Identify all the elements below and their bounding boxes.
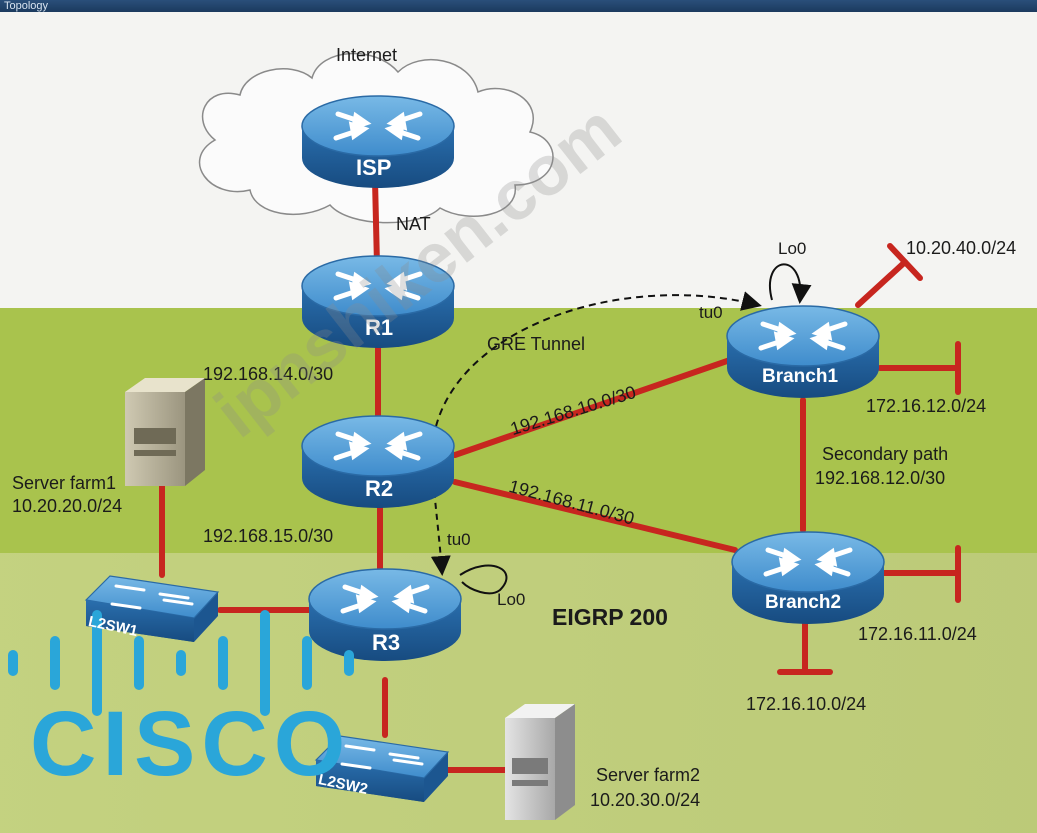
link-r2-branch2 [452, 479, 738, 553]
net-172-12-label: 172.16.12.0/24 [866, 396, 987, 416]
server-farm1-label: Server farm1 [12, 473, 117, 493]
net-172-11-label: 172.16.11.0/24 [858, 624, 977, 644]
tu0-branch1-label: tu0 [699, 303, 723, 322]
lo0-branch1-label: Lo0 [778, 239, 807, 258]
tu0-r3-label: tu0 [447, 530, 471, 549]
server-icon[interactable] [505, 704, 575, 820]
internet-label: Internet [336, 45, 398, 65]
isp-label: ISP [356, 155, 392, 180]
secondary-path-label: Secondary path [822, 444, 949, 464]
window-header: Topology [0, 0, 1037, 12]
cisco-logo-bars [8, 610, 354, 716]
nat-label: NAT [396, 214, 431, 234]
r2-label: R2 [365, 476, 394, 501]
server-farm1-net-label: 10.20.20.0/24 [12, 496, 123, 516]
branch1-label: Branch1 [762, 366, 839, 387]
gre-tunnel-path-branch1 [431, 291, 762, 451]
cisco-logo-word: CISCO [30, 693, 352, 795]
net-14-label: 192.168.14.0/30 [203, 364, 334, 384]
server-icon[interactable] [125, 378, 205, 486]
r3-label: R3 [372, 630, 401, 655]
eigrp-label: EIGRP 200 [552, 604, 668, 630]
gre-tunnel-label: GRE Tunnel [487, 334, 586, 354]
loopback-loop-branch1 [769, 263, 812, 304]
net-12-label: 192.168.12.0/30 [815, 468, 946, 488]
link-r2-branch1 [452, 357, 733, 458]
link-isp-r1 [372, 177, 380, 268]
server-farm2-net-label: 10.20.30.0/24 [590, 790, 701, 810]
net-172-10-label: 172.16.10.0/24 [746, 694, 867, 714]
r1-label: R1 [365, 315, 394, 340]
server-farm2-label: Server farm2 [596, 765, 701, 785]
links [159, 177, 961, 773]
net-15-label: 192.168.15.0/30 [203, 526, 334, 546]
stub-caps [777, 243, 961, 675]
net-40-label: 10.20.40.0/24 [906, 238, 1017, 258]
loopback-loop-r3 [459, 564, 508, 595]
branch2-label: Branch2 [765, 592, 842, 613]
lo0-r3-label: Lo0 [497, 590, 526, 609]
link-branch1-stub-40 [855, 259, 908, 308]
